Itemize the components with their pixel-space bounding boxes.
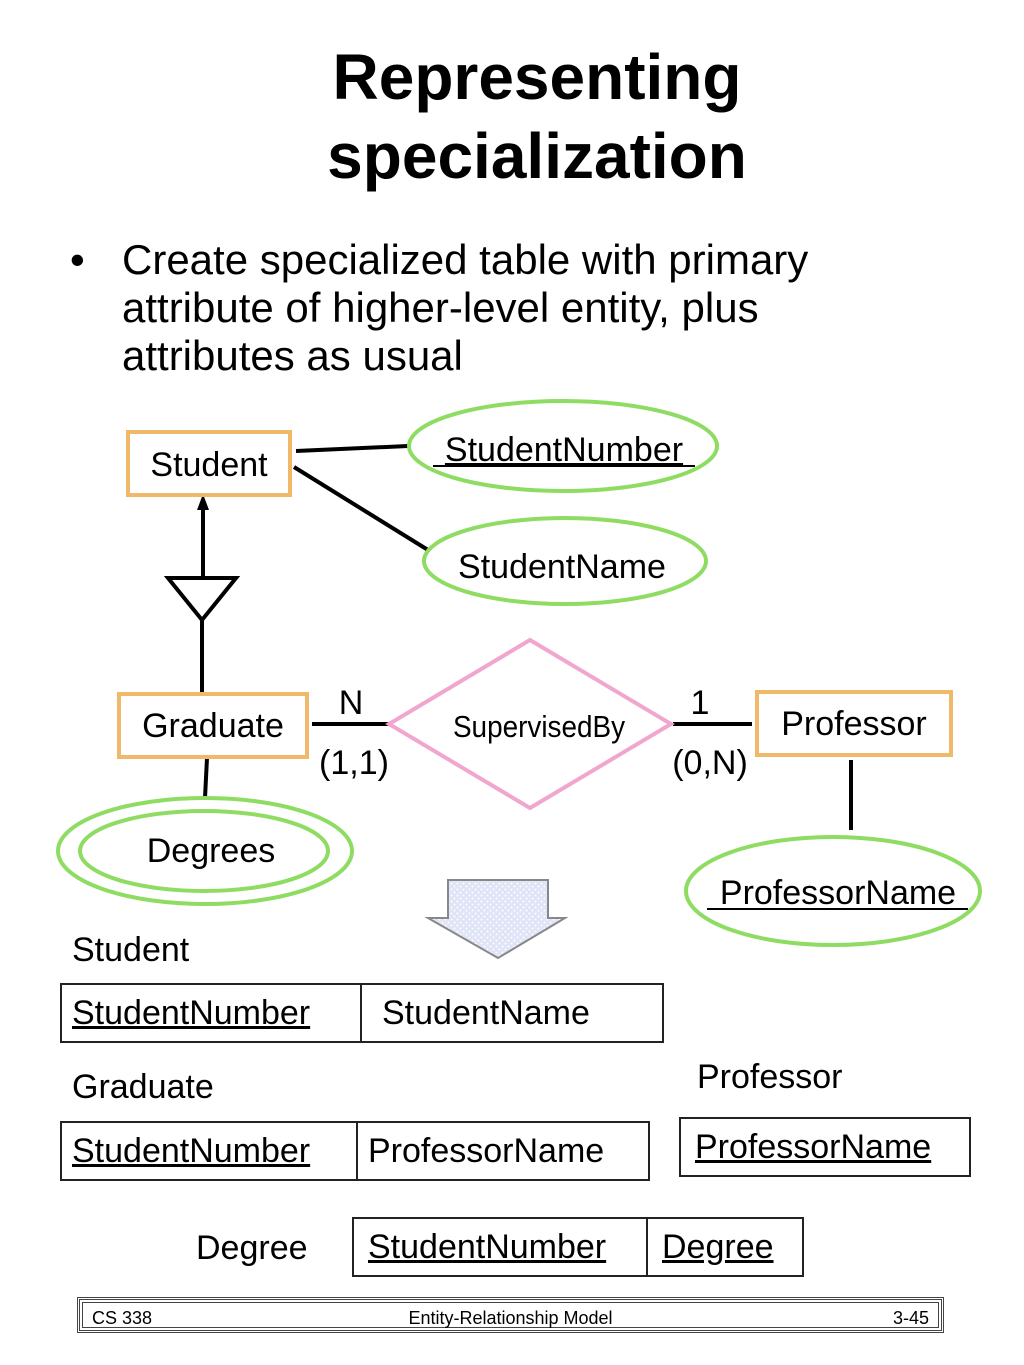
entity-professor-label: Professor — [781, 705, 927, 743]
line-student-studentnumber — [295, 444, 409, 453]
table-professor-name: Professor — [697, 1058, 843, 1096]
table-graduate-col-1: StudentNumber — [72, 1131, 311, 1170]
table-student-col-2: StudentName — [360, 984, 663, 1042]
line-student-studentname — [292, 465, 430, 552]
cardinality-professor: 1 — [691, 684, 710, 722]
table-student: StudentNumber StudentName — [60, 983, 664, 1043]
table-degree-col-1: StudentNumber — [368, 1227, 607, 1266]
entity-graduate-label: Graduate — [142, 707, 284, 745]
attribute-professorname: ProfessorName — [684, 835, 982, 947]
table-degree: StudentNumber Degree — [352, 1217, 804, 1277]
title-line-1: Representing — [332, 41, 742, 113]
footer-topic: Entity-Relationship Model — [408, 1308, 613, 1328]
attribute-degrees-label: Degrees — [147, 832, 276, 870]
bullet-text: Create specialized table with primary at… — [122, 236, 809, 379]
table-professor: ProfessorName — [679, 1117, 971, 1177]
table-graduate-col-2: ProfessorName — [356, 1122, 649, 1180]
isa-arrow-head — [197, 494, 209, 510]
line-graduate-degrees — [203, 757, 209, 799]
relationship-label: SupervisedBy — [453, 710, 625, 745]
attribute-studentnumber: StudentNumber — [407, 399, 719, 493]
participation-graduate: (1,1) — [319, 744, 389, 782]
table-graduate: StudentNumber ProfessorName — [60, 1121, 650, 1181]
isa-triangle — [163, 576, 241, 624]
cardinality-graduate: N — [339, 684, 364, 722]
table-graduate-name: Graduate — [72, 1068, 214, 1106]
title-line-2: specialization — [327, 120, 747, 192]
footer-course: CS 338 — [92, 1308, 153, 1328]
entity-graduate: Graduate — [117, 692, 309, 759]
footer-slide-number: 3-45 — [892, 1308, 929, 1328]
participation-professor: (0,N) — [672, 744, 748, 782]
table-professor-col-1: ProfessorName — [695, 1127, 932, 1166]
table-student-col-1: StudentNumber — [72, 993, 311, 1032]
attribute-studentname: StudentName — [422, 516, 708, 606]
slide-title: Representing specialization — [0, 38, 1024, 196]
slide-footer: CS 338 Entity-Relationship Model 3-45 — [77, 1297, 944, 1333]
down-arrow-icon — [424, 879, 569, 960]
attribute-studentnumber-label: StudentNumber — [445, 431, 683, 469]
table-student-name: Student — [72, 931, 190, 969]
attribute-studentname-label: StudentName — [458, 548, 666, 586]
table-degree-name: Degree — [196, 1229, 308, 1267]
bullet-marker: • — [70, 236, 85, 283]
entity-student-label: Student — [150, 446, 268, 484]
entity-student: Student — [126, 430, 292, 497]
entity-professor: Professor — [755, 690, 953, 757]
table-degree-col-2: Degree — [646, 1218, 803, 1276]
multivalued-attribute-degrees: Degrees — [56, 796, 354, 906]
attribute-professorname-label: ProfessorName — [720, 874, 956, 912]
relationship-supervisedby: SupervisedBy — [385, 637, 675, 811]
